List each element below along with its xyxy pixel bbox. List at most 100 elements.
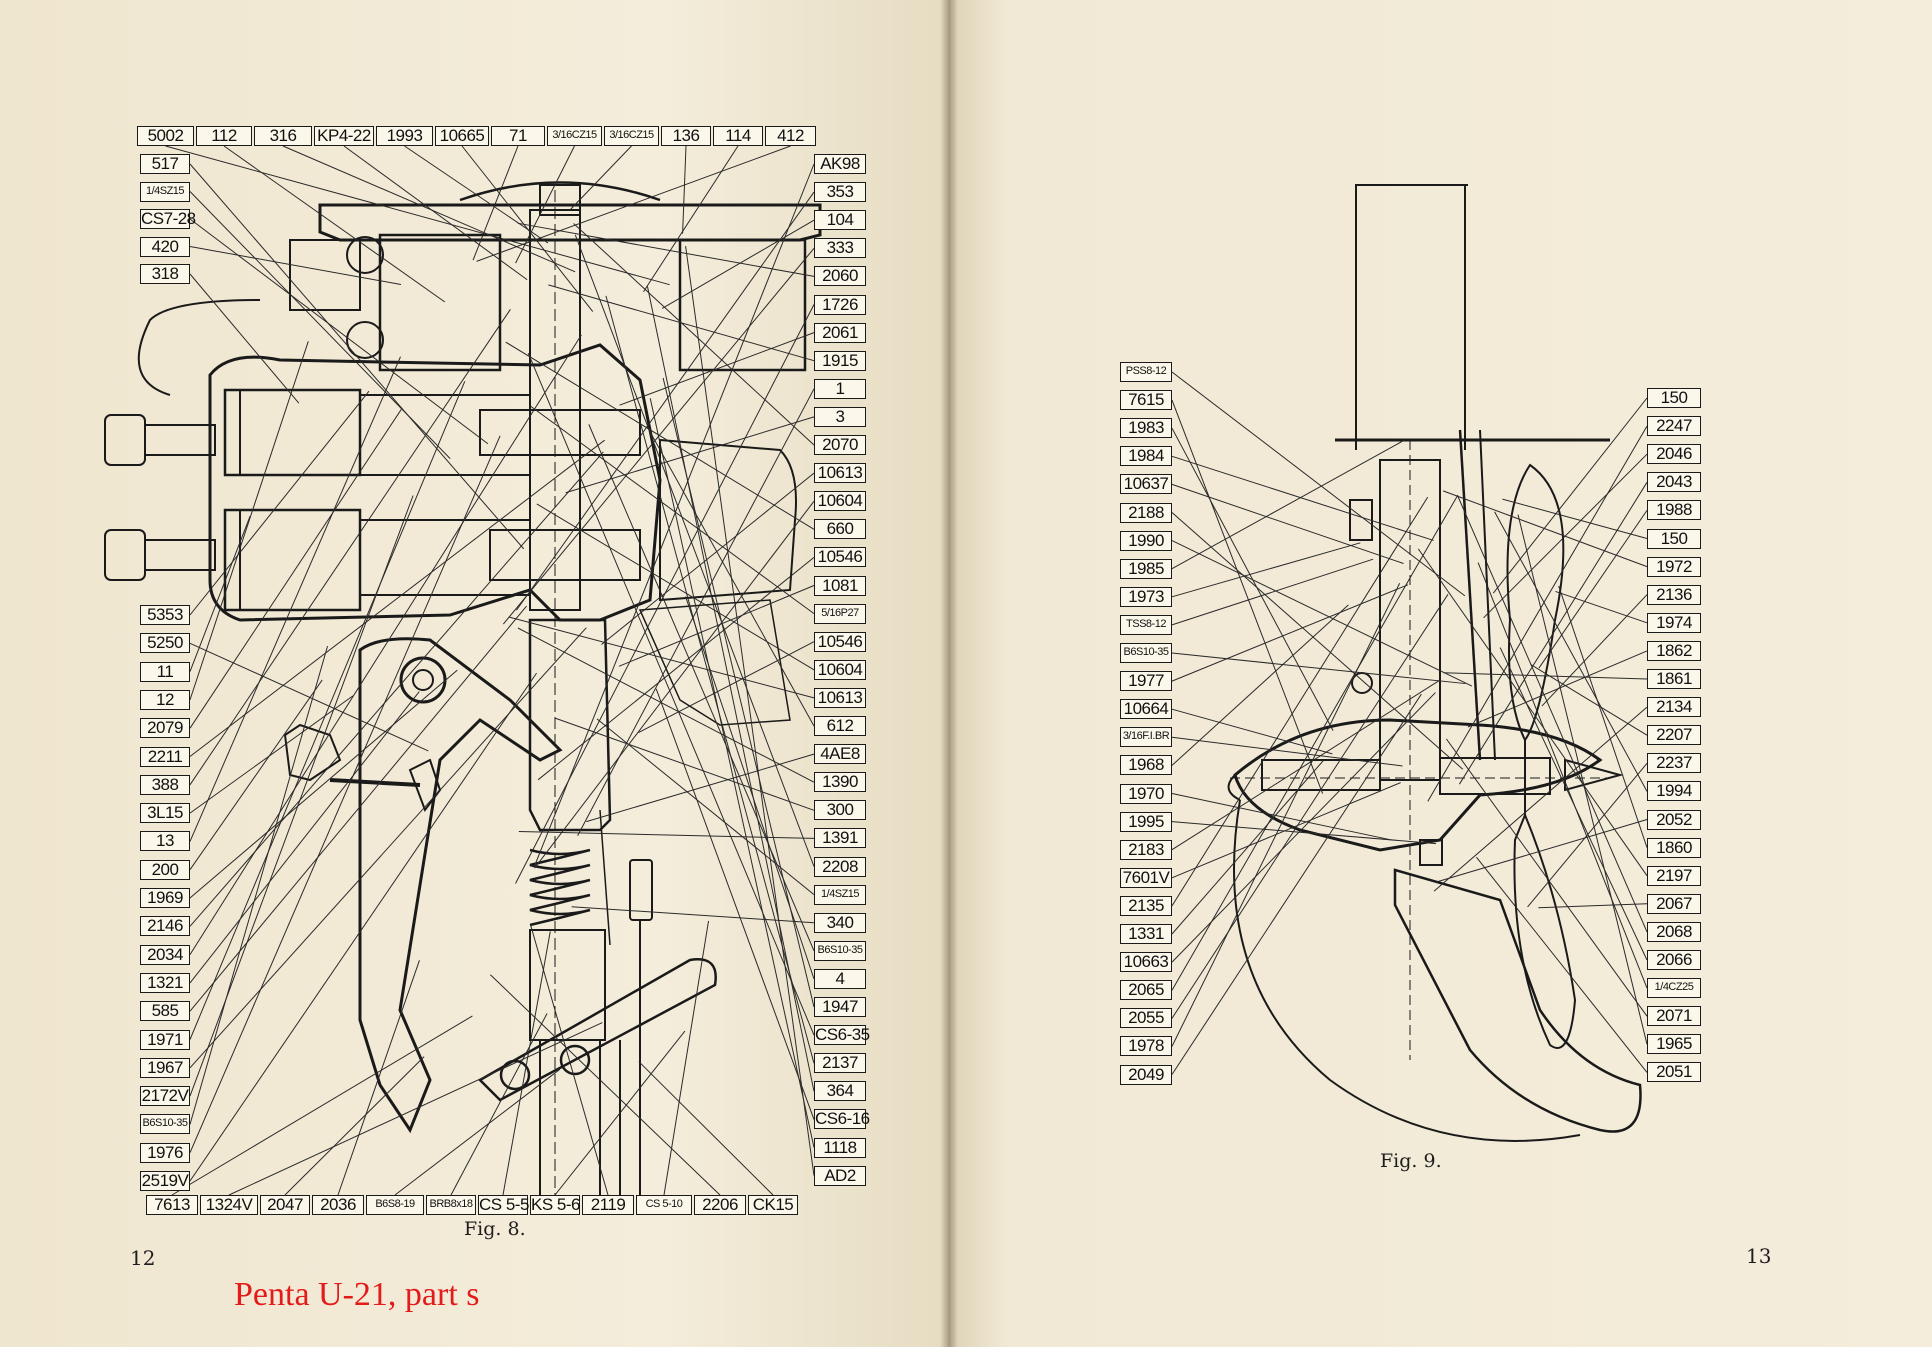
part-label: 11 <box>140 661 190 682</box>
part-label: 150 <box>1647 528 1701 549</box>
part-label: 1995 <box>1120 811 1172 832</box>
leader-line <box>1171 583 1401 1047</box>
leader-line <box>646 425 815 727</box>
leader-line <box>1171 692 1436 963</box>
leader-line <box>682 145 687 234</box>
part-label: 1968 <box>1120 755 1172 776</box>
leader-line <box>282 145 576 273</box>
leader-line <box>517 627 815 783</box>
part-label: 2188 <box>1120 502 1172 523</box>
part-label: AD2 <box>814 1165 866 1186</box>
part-label: CS 5-5 <box>478 1195 529 1215</box>
part-label: 3/16CZ15 <box>604 126 659 146</box>
part-label: 2136 <box>1647 584 1701 605</box>
part-label: 2206 <box>694 1195 746 1215</box>
part-label: 333 <box>814 238 866 259</box>
leader-line <box>189 163 525 550</box>
part-label: 2137 <box>814 1053 866 1074</box>
leader-line <box>638 641 815 734</box>
part-label: 10613 <box>814 687 866 708</box>
leader-line <box>189 679 323 870</box>
part-label: 300 <box>814 800 866 821</box>
leader-line <box>1530 664 1648 736</box>
part-label: 2146 <box>140 916 190 937</box>
part-label: 1965 <box>1647 1034 1701 1055</box>
part-label: 316 <box>254 126 312 146</box>
leader-line <box>685 245 815 1176</box>
part-label: 420 <box>140 236 190 257</box>
part-label: 10546 <box>814 631 866 652</box>
part-label: 353 <box>814 182 866 203</box>
leader-line <box>476 145 791 262</box>
book-gutter <box>940 0 958 1347</box>
leader-line <box>1171 708 1333 755</box>
part-label: 1947 <box>814 997 866 1017</box>
part-label: 1/4SZ15 <box>140 181 190 202</box>
leader-line <box>189 273 300 404</box>
leader-line <box>461 145 594 312</box>
leader-line <box>1171 736 1403 767</box>
leader-line <box>1443 672 1648 680</box>
part-label: 412 <box>765 126 816 146</box>
part-label: 2247 <box>1647 416 1701 437</box>
part-label: 2070 <box>814 435 866 455</box>
part-label: 4AE8 <box>814 744 866 765</box>
part-label: 1972 <box>1647 556 1701 577</box>
leader-line <box>189 669 458 899</box>
part-label: 1/4CZ25 <box>1647 978 1701 999</box>
leader-line <box>1171 540 1473 687</box>
leader-line <box>189 672 537 1182</box>
leader-line <box>529 924 609 1196</box>
part-label: BRB8x18 <box>426 1195 476 1215</box>
part-label: 2043 <box>1647 472 1701 493</box>
leader-line <box>1433 706 1648 892</box>
leader-line <box>1442 490 1648 568</box>
leader-line <box>638 1061 774 1196</box>
part-label: 12 <box>140 689 190 710</box>
leader-line <box>189 191 451 459</box>
part-label: 1993 <box>376 126 433 146</box>
leader-line <box>1555 590 1648 624</box>
leader-line <box>337 960 420 1196</box>
part-label: CS6-35 <box>814 1025 870 1046</box>
part-label: 1977 <box>1120 671 1172 692</box>
leader-line <box>165 145 670 286</box>
part-label: 4 <box>814 968 866 989</box>
leader-line <box>1171 604 1349 766</box>
part-label: 2052 <box>1647 809 1701 830</box>
leader-line <box>1171 760 1324 935</box>
leader-line <box>574 234 815 867</box>
leader-line <box>1171 371 1466 597</box>
part-label: 3/16CZ15 <box>547 126 602 146</box>
part-label: 7615 <box>1120 390 1172 411</box>
leader-line <box>536 503 815 671</box>
part-label: 2049 <box>1120 1064 1172 1085</box>
leader-line <box>649 398 815 1148</box>
leader-line <box>605 295 815 1064</box>
part-label: 1990 <box>1120 530 1172 551</box>
part-label: 5250 <box>140 633 190 654</box>
leader-line <box>573 223 815 446</box>
leader-line <box>685 596 815 980</box>
leader-line <box>646 286 815 1092</box>
part-label: 1969 <box>140 888 190 908</box>
part-label: 1726 <box>814 294 866 315</box>
part-label: 1983 <box>1120 418 1172 439</box>
leader-line <box>655 688 815 1120</box>
fig9-caption: Fig. 9. <box>1380 1150 1442 1172</box>
leader-line <box>189 439 605 757</box>
leader-lines <box>165 145 1648 1196</box>
part-label: 3 <box>814 406 866 427</box>
leader-line <box>1538 510 1648 669</box>
part-label: 2047 <box>260 1195 310 1215</box>
leader-line <box>502 931 551 1196</box>
part-label: 114 <box>713 126 763 146</box>
part-label: 10665 <box>435 126 489 146</box>
part-label: 104 <box>814 210 866 231</box>
part-label: B6S10-35 <box>1120 643 1172 663</box>
part-label: 2067 <box>1647 893 1701 914</box>
leader-line <box>554 1030 686 1196</box>
part-label: 7613 <box>146 1195 198 1215</box>
part-label: 13 <box>140 831 190 852</box>
